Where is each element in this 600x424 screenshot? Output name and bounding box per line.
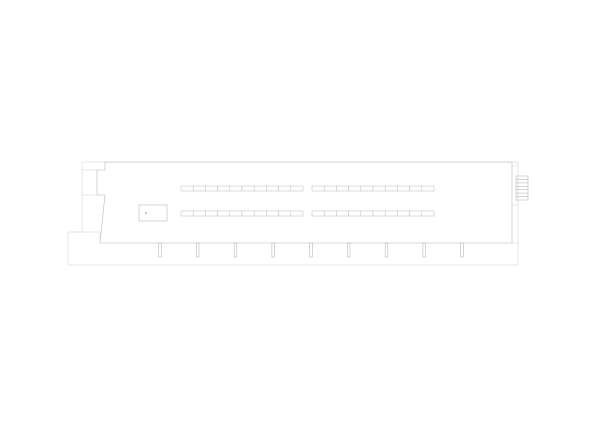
facade-pier xyxy=(271,242,275,258)
desk xyxy=(192,185,206,192)
desk xyxy=(336,185,349,192)
facade-pier xyxy=(309,242,313,258)
desk xyxy=(311,210,325,217)
desk xyxy=(372,210,386,217)
facade-pier xyxy=(158,242,162,258)
desk xyxy=(278,185,292,192)
desk xyxy=(205,210,218,217)
desk xyxy=(372,185,386,192)
desk xyxy=(192,210,206,217)
desk xyxy=(229,210,243,217)
desk xyxy=(323,210,337,217)
desk xyxy=(266,185,279,192)
desk xyxy=(217,185,231,192)
facade-pier xyxy=(196,242,200,258)
left-corner-detail xyxy=(76,169,101,243)
desk xyxy=(409,210,423,217)
desk xyxy=(253,185,267,192)
desk-rows xyxy=(180,185,435,217)
facade-piers xyxy=(158,242,464,258)
desk xyxy=(348,210,362,217)
service-cabinet xyxy=(138,204,168,222)
desk xyxy=(311,185,325,192)
stair-core xyxy=(515,175,529,201)
desk xyxy=(397,185,410,192)
right-facade-edge xyxy=(512,165,518,244)
desk xyxy=(180,210,194,217)
desk xyxy=(360,210,374,217)
desk xyxy=(266,210,279,217)
desk xyxy=(253,210,267,217)
desk xyxy=(229,185,243,192)
desk xyxy=(241,210,255,217)
desk xyxy=(409,185,423,192)
desk xyxy=(217,210,231,217)
desk xyxy=(278,210,292,217)
desk xyxy=(241,185,255,192)
desk xyxy=(180,185,194,192)
desk xyxy=(205,185,218,192)
desk xyxy=(323,185,337,192)
desk xyxy=(348,185,362,192)
desk xyxy=(290,210,304,217)
facade-pier xyxy=(422,242,426,258)
facade-pier xyxy=(384,242,389,258)
facade-pier xyxy=(233,242,238,258)
facade-pier xyxy=(460,242,464,258)
inner-floor-slab xyxy=(96,161,513,244)
desk xyxy=(421,210,435,217)
desk xyxy=(336,210,349,217)
desk xyxy=(384,210,398,217)
desk xyxy=(421,185,435,192)
facade-pier xyxy=(347,242,351,258)
desk xyxy=(397,210,410,217)
desk xyxy=(384,185,398,192)
desk xyxy=(360,185,374,192)
desk xyxy=(290,185,304,192)
